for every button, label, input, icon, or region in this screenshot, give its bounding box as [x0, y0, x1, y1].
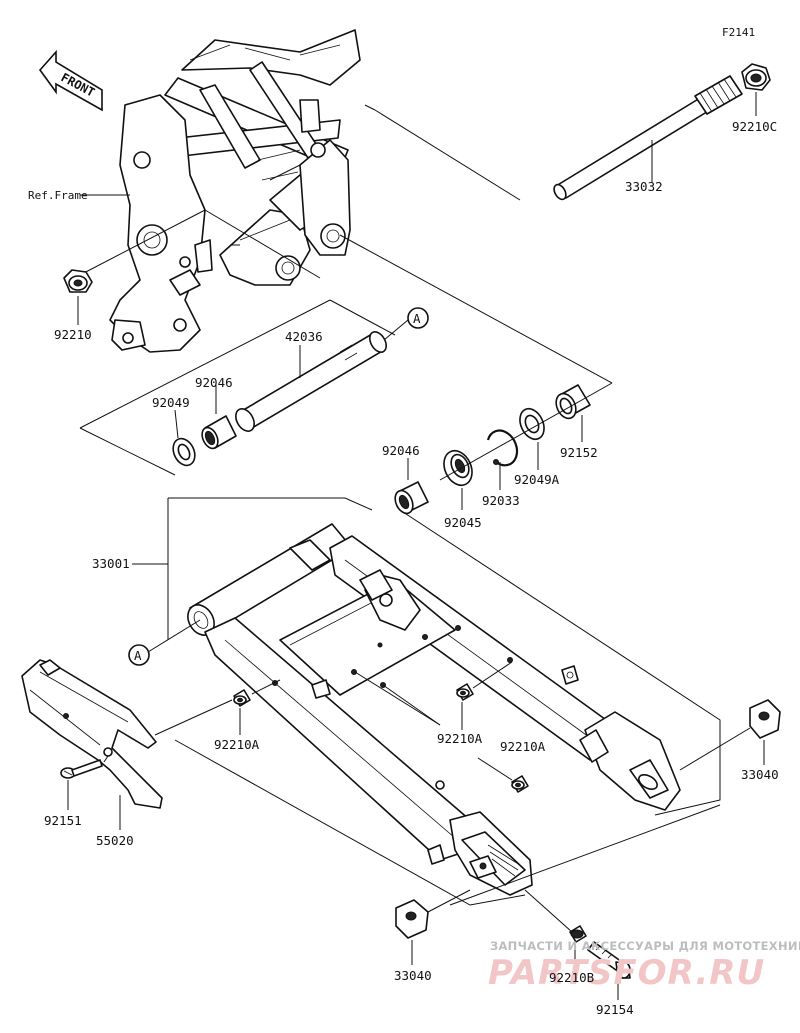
part-92049[interactable]	[169, 435, 199, 469]
part-33032[interactable]	[552, 75, 743, 201]
part-92210[interactable]	[63, 269, 93, 293]
label-92210C: 92210C	[732, 119, 777, 134]
part-92152[interactable]	[552, 384, 591, 422]
label-92152: 92152	[560, 445, 598, 460]
part-33040-right[interactable]	[749, 699, 781, 739]
part-92210A-right[interactable]	[511, 775, 529, 793]
part-55020-chain-guard[interactable]	[21, 659, 163, 809]
label-92033: 92033	[482, 493, 520, 508]
part-42036[interactable]	[232, 329, 389, 434]
label-92210B: 92210B	[549, 970, 594, 985]
label-92046-center: 92046	[382, 443, 420, 458]
label-92210A-right: 92210A	[500, 739, 546, 754]
part-92049A[interactable]	[515, 405, 548, 443]
callout-a-bottom: A	[134, 648, 142, 663]
watermark: ЗАПЧАСТИ И АКСЕССУАРЫ ДЛЯ МОТОТЕХНИКИ PA…	[488, 939, 800, 993]
label-92046-left: 92046	[195, 375, 233, 390]
label-92210A-left: 92210A	[214, 737, 260, 752]
frame-reference	[109, 29, 361, 353]
label-92151: 92151	[44, 813, 82, 828]
watermark-line1: ЗАПЧАСТИ И АКСЕССУАРЫ ДЛЯ МОТОТЕХНИКИ	[490, 939, 800, 953]
label-33001: 33001	[92, 556, 130, 571]
label-92154: 92154	[596, 1002, 634, 1017]
ref-frame-label: Ref.Frame	[28, 189, 88, 202]
part-92033[interactable]	[486, 429, 519, 467]
label-92045: 92045	[444, 515, 482, 530]
watermark-line2: PARTSFOR.RU	[488, 953, 765, 993]
label-92049A: 92049A	[514, 472, 560, 487]
front-arrow-icon: FRONT	[38, 49, 103, 112]
label-55020: 55020	[96, 833, 134, 848]
part-92046-left[interactable]	[199, 415, 237, 451]
label-33032: 33032	[625, 179, 663, 194]
part-92154[interactable]	[587, 941, 631, 979]
label-92210: 92210	[54, 327, 92, 342]
part-33040-bottom[interactable]	[395, 899, 429, 939]
label-33040-bottom: 33040	[394, 968, 432, 983]
part-92210B[interactable]	[569, 925, 587, 943]
part-92210A-left[interactable]	[233, 689, 251, 707]
label-42036: 42036	[285, 329, 323, 344]
callout-a-top: A	[413, 311, 421, 326]
label-92210A-mid: 92210A	[437, 731, 483, 746]
figure-code: F2141	[722, 26, 755, 39]
part-92151[interactable]	[60, 759, 103, 779]
label-92049: 92049	[152, 395, 190, 410]
part-92045[interactable]	[439, 446, 478, 490]
part-33001-swingarm[interactable]	[183, 523, 681, 896]
part-92210C[interactable]	[741, 63, 771, 91]
label-33040-right: 33040	[741, 767, 779, 782]
part-92046-center[interactable]	[392, 481, 429, 516]
part-92210A-mid[interactable]	[456, 683, 474, 701]
